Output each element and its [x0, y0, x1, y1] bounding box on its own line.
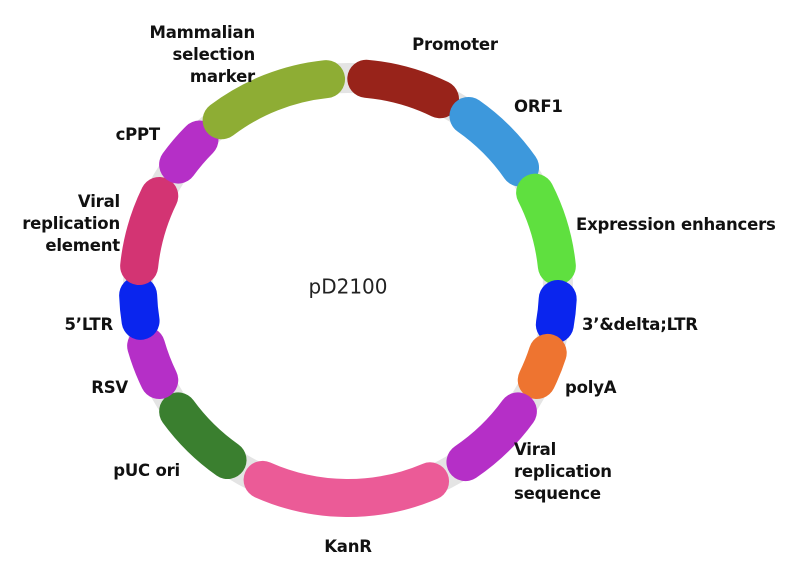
feature-label-line: marker [190, 67, 256, 86]
feature-label-viral-replication-element: Viral replication element [22, 192, 120, 255]
feature-segment-mammalian-selection-marker[interactable] [202, 60, 346, 140]
plasmid-name: pD2100 [309, 275, 388, 299]
feature-label-line: Expression enhancers [576, 215, 776, 234]
feature-label-5-ltr: 5’LTR [65, 315, 114, 334]
feature-segment-expression-enhancers[interactable] [516, 173, 576, 286]
feature-label-line: element [45, 236, 120, 255]
feature-segment-kanr[interactable] [243, 460, 450, 517]
feature-label-promoter: Promoter [412, 35, 499, 54]
feature-label-line: replication [22, 214, 120, 233]
feature-label-viral-replication-sequence: Viral replication sequence [514, 440, 612, 503]
feature-label-line: KanR [324, 537, 372, 556]
feature-segment-polya[interactable] [517, 333, 567, 400]
feature-label-rsv: RSV [91, 378, 128, 397]
feature-label-line: pUC ori [113, 461, 180, 480]
feature-label-line: Promoter [412, 35, 499, 54]
feature-label-line: cPPT [116, 125, 161, 144]
feature-label-line: ORF1 [514, 97, 563, 116]
feature-segment-cppt[interactable] [159, 120, 219, 184]
feature-segment-orf1[interactable] [449, 96, 540, 187]
feature-label-line: 3’&delta;LTR [582, 315, 698, 334]
feature-label-kanr: KanR [324, 537, 372, 556]
feature-segments [119, 59, 577, 517]
feature-label-3-deltaltr: 3’&delta;LTR [582, 315, 698, 334]
feature-segment-5-ltr[interactable] [119, 276, 160, 340]
feature-label-line: RSV [91, 378, 128, 397]
feature-label-puc-ori: pUC ori [113, 461, 180, 480]
feature-label-expression-enhancers: Expression enhancers [576, 215, 776, 234]
feature-segment-viral-replication-sequence[interactable] [446, 392, 537, 482]
feature-segment-promoter[interactable] [347, 59, 460, 119]
feature-label-line: Mammalian [150, 23, 255, 42]
feature-label-line: sequence [514, 484, 601, 503]
feature-label-cppt: cPPT [116, 125, 161, 144]
feature-segment-puc-ori[interactable] [159, 392, 247, 480]
feature-label-polya: polyA [565, 378, 617, 397]
feature-label-line: 5’LTR [65, 315, 114, 334]
feature-segment-rsv[interactable] [127, 326, 179, 400]
feature-segment-viral-replication-element[interactable] [120, 176, 179, 286]
feature-label-orf1: ORF1 [514, 97, 563, 116]
feature-label-mammalian-selection-marker: Mammalian selection marker [150, 23, 257, 86]
feature-label-line: replication [514, 462, 612, 481]
feature-label-line: selection [173, 45, 255, 64]
feature-segment-3-deltaltr[interactable] [535, 279, 577, 344]
feature-label-line: Viral [514, 440, 556, 459]
feature-label-line: Viral [78, 192, 120, 211]
feature-label-line: polyA [565, 378, 617, 397]
